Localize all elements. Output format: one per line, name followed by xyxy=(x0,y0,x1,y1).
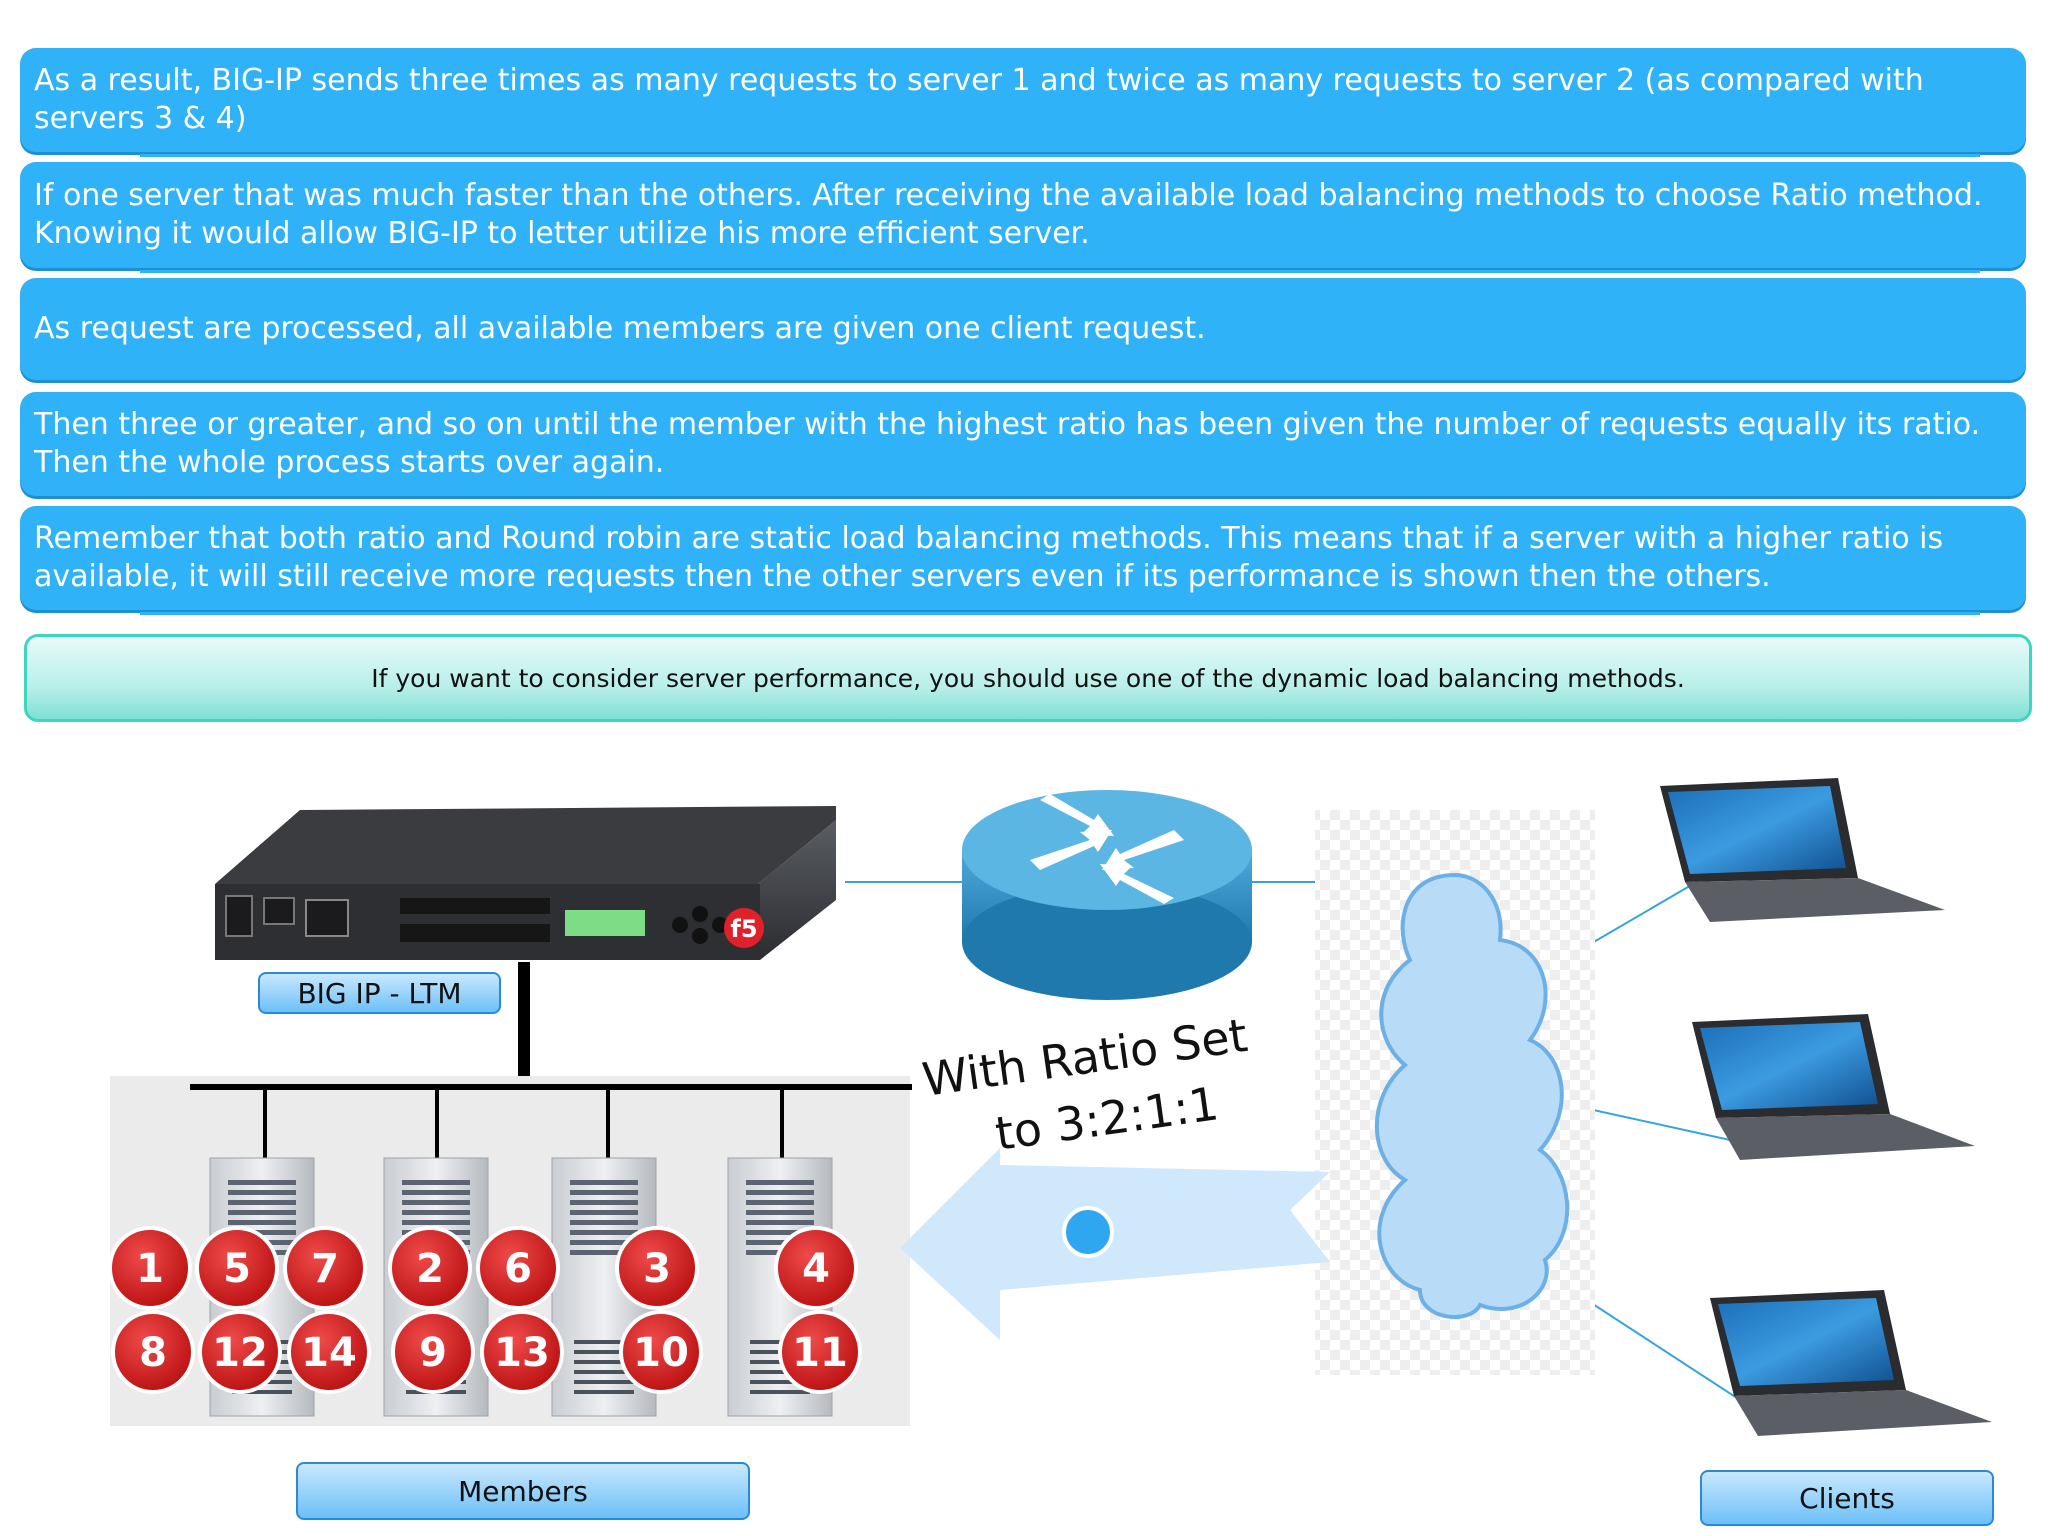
banner-text: Then three or greater, and so on until t… xyxy=(34,407,1981,480)
label-members: Members xyxy=(296,1462,750,1520)
request-number: 13 xyxy=(494,1330,550,1376)
request-badge: 3 xyxy=(615,1226,699,1310)
bigip-ltm-device: f5 xyxy=(215,806,836,960)
request-badge: 12 xyxy=(198,1310,282,1394)
request-badge: 5 xyxy=(195,1226,279,1310)
request-badge: 14 xyxy=(287,1310,371,1394)
traffic-arrow xyxy=(900,1148,1330,1340)
info-banner-faster-server: If one server that was much faster than … xyxy=(20,162,2026,268)
request-badges: 1 5 7 8 12 14 2 6 9 13 3 10 4 11 xyxy=(108,1226,862,1394)
request-badge: 10 xyxy=(619,1310,703,1394)
request-number: 1 xyxy=(136,1246,164,1292)
server-drops xyxy=(263,1090,784,1162)
router-icon xyxy=(962,790,1252,1000)
f5-logo-icon xyxy=(724,908,764,948)
request-badge: 9 xyxy=(391,1310,475,1394)
info-banner-result: As a result, BIG-IP sends three times as… xyxy=(20,48,2026,152)
divider xyxy=(140,154,1980,157)
request-badge: 8 xyxy=(111,1310,195,1394)
request-badge: 1 xyxy=(108,1226,192,1310)
banner-text: Remember that both ratio and Round robin… xyxy=(34,521,1944,594)
laptop-icon xyxy=(1692,1014,1975,1160)
banner-text: As a result, BIG-IP sends three times as… xyxy=(34,63,1924,136)
label-text: Members xyxy=(458,1474,588,1508)
request-number: 2 xyxy=(416,1246,444,1292)
divider xyxy=(140,270,1980,273)
request-badge: 4 xyxy=(774,1226,858,1310)
request-number: 3 xyxy=(643,1246,671,1292)
laptop-icon xyxy=(1710,1290,1992,1436)
request-number: 14 xyxy=(301,1330,357,1376)
request-number: 4 xyxy=(802,1246,830,1292)
request-badge: 11 xyxy=(778,1310,862,1394)
info-banner-process: Then three or greater, and so on until t… xyxy=(20,392,2026,496)
tip-text: If you want to consider server performan… xyxy=(371,663,1685,693)
request-number: 8 xyxy=(139,1330,167,1376)
uplink-line xyxy=(518,962,530,1086)
divider xyxy=(140,612,1980,615)
request-number: 11 xyxy=(792,1330,848,1376)
network-bus xyxy=(190,1084,912,1090)
label-text: Clients xyxy=(1799,1481,1895,1515)
device-logo-text: f5 xyxy=(730,915,757,943)
info-banner-static-methods: Remember that both ratio and Round robin… xyxy=(20,506,2026,610)
internet-cloud-icon xyxy=(1315,810,1595,1375)
label-bigip-ltm: BIG IP - LTM xyxy=(258,972,501,1014)
request-number: 7 xyxy=(311,1246,339,1292)
request-number: 12 xyxy=(212,1330,268,1376)
label-text: BIG IP - LTM xyxy=(297,976,462,1010)
tip-banner: If you want to consider server performan… xyxy=(24,634,2032,722)
request-number: 10 xyxy=(633,1330,689,1376)
request-number: 6 xyxy=(504,1246,532,1292)
request-badge: 7 xyxy=(283,1226,367,1310)
request-badge: 13 xyxy=(480,1310,564,1394)
request-number: 9 xyxy=(419,1330,447,1376)
request-badge: 6 xyxy=(476,1226,560,1310)
banner-text: If one server that was much faster than … xyxy=(34,178,1983,251)
label-clients: Clients xyxy=(1700,1470,1994,1526)
laptop-icon xyxy=(1660,778,1945,922)
info-banner-one-request: As request are processed, all available … xyxy=(20,278,2026,380)
request-badge: 2 xyxy=(388,1226,472,1310)
banner-text: As request are processed, all available … xyxy=(34,311,1206,346)
request-number: 5 xyxy=(223,1246,251,1292)
